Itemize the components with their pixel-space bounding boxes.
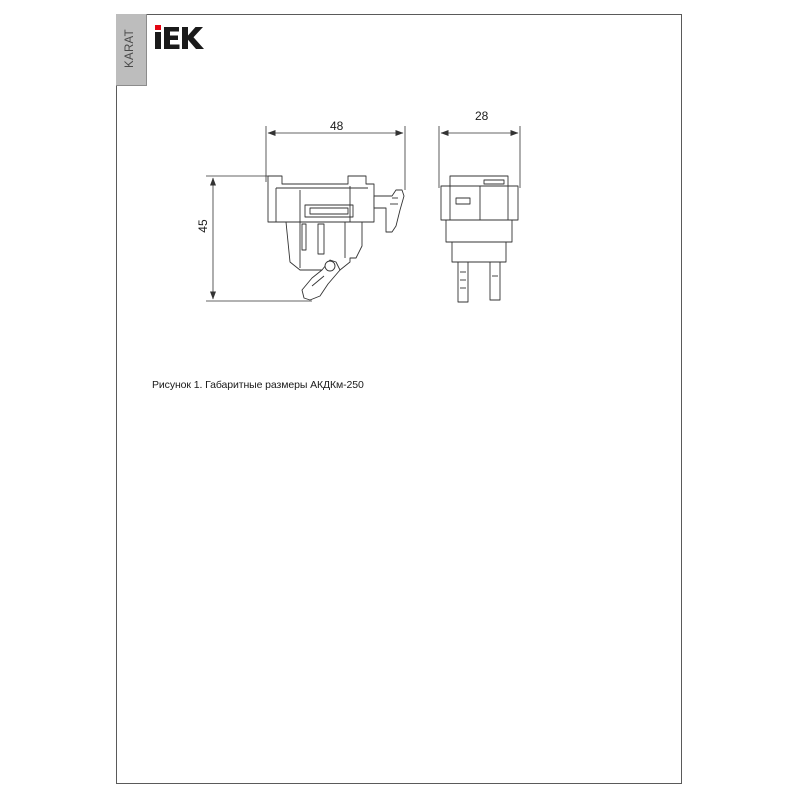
series-tab <box>116 14 147 86</box>
front-view <box>440 175 519 303</box>
side-view-lever-line <box>311 275 325 287</box>
dimension-height-lines <box>206 175 312 302</box>
front-view-body <box>440 175 519 221</box>
drawing-sheet-frame <box>116 14 682 784</box>
dimension-width-label: 48 <box>330 119 344 133</box>
side-view-slot <box>301 223 307 251</box>
dimension-width-lines <box>265 126 406 190</box>
iek-logo <box>155 25 204 49</box>
side-view <box>267 175 405 301</box>
front-view-window <box>455 197 471 205</box>
logo-i-dot <box>155 25 161 30</box>
side-view-window-inner <box>309 207 349 215</box>
figure-caption: Рисунок 1. Габаритные размеры АКДКм-250 <box>152 379 364 391</box>
front-view-middle <box>445 219 513 243</box>
side-view-slot <box>317 223 325 255</box>
logo-letter-k <box>182 27 204 49</box>
front-view-terminal-left <box>457 261 469 303</box>
dimension-depth-label: 28 <box>475 109 489 123</box>
iek-logo-lettering <box>155 25 204 49</box>
logo-letter-e <box>164 27 180 49</box>
side-view-clip <box>373 189 405 233</box>
front-view-lower-housing <box>451 241 507 263</box>
dimension-height-label: 45 <box>196 219 210 233</box>
front-view-terminal-right <box>489 261 501 301</box>
side-view-lever-pivot <box>324 260 336 272</box>
logo-letter-i <box>155 32 161 49</box>
front-view-top-groove <box>483 179 505 185</box>
dimension-depth-lines <box>438 126 521 188</box>
